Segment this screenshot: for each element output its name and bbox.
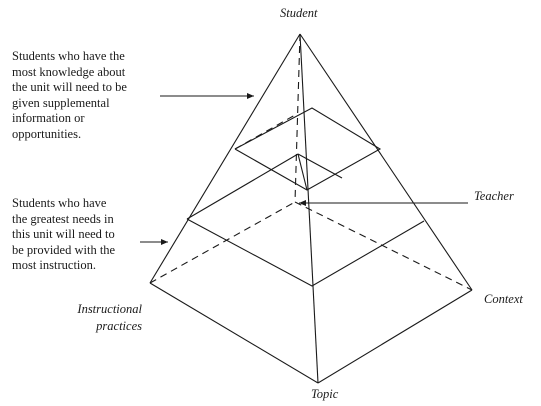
layers <box>186 107 425 287</box>
edge-base-left-front <box>149 282 319 384</box>
hidden-edge-left-back <box>149 201 296 284</box>
middle-layer-back-right <box>297 153 343 179</box>
hidden-edges <box>149 33 473 291</box>
middle-layer-back-left <box>186 153 299 220</box>
visible-edges <box>149 33 473 384</box>
label-instructional-practices: Instructional practices <box>77 302 142 333</box>
edge-base-front-right <box>317 289 473 384</box>
annotation-most-knowledge: Students who have the most knowledge abo… <box>12 49 127 141</box>
upper-middle-link <box>297 153 308 191</box>
label-topic: Topic <box>311 387 339 401</box>
arrows <box>140 93 468 245</box>
hidden-edge-apex-back <box>294 33 301 203</box>
edge-apex-left <box>149 33 301 284</box>
label-context: Context <box>484 292 523 306</box>
edge-apex-right <box>299 33 473 291</box>
label-student: Student <box>280 6 318 20</box>
upper-layer <box>234 107 382 191</box>
annotation-greatest-needs: Students who have the greatest needs in … <box>12 196 116 273</box>
middle-layer-front <box>186 218 425 287</box>
label-teacher: Teacher <box>474 189 514 203</box>
edge-apex-front <box>299 33 319 384</box>
hidden-edge-back-right <box>294 201 473 291</box>
